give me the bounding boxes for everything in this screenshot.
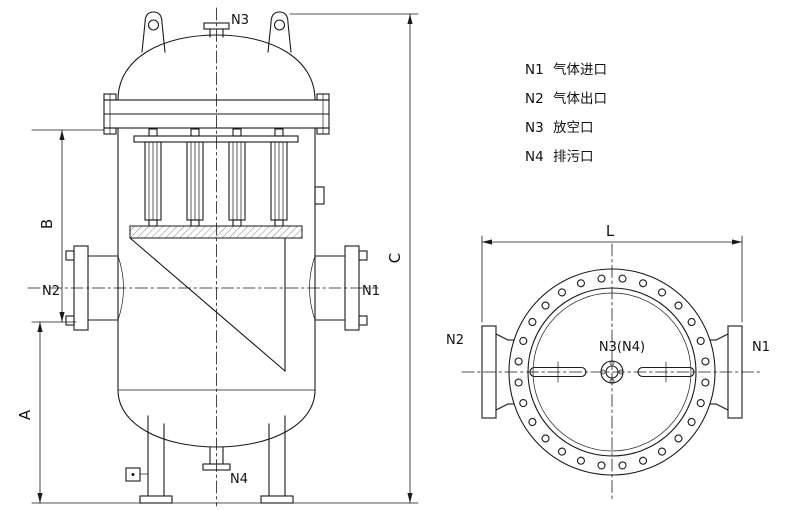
plan-nozzle-n1 — [709, 325, 743, 419]
dim-l-label: L — [606, 222, 615, 240]
n2-bolt — [65, 315, 75, 326]
lifting-lug-right — [267, 11, 292, 53]
dim-b-label: B — [38, 219, 56, 229]
flange-od-circle — [508, 268, 716, 476]
plan-view: N2 N1 N3(N4) L — [446, 222, 770, 501]
nozzle-n3-top — [203, 22, 230, 38]
filter-elements — [129, 128, 303, 239]
legend-tag-n4: N4 — [525, 149, 544, 165]
legend-desc-n1: 气体进口 — [553, 62, 607, 78]
n1-flange — [344, 245, 360, 331]
cover-flange — [508, 268, 716, 476]
legend-tag-n1: N1 — [525, 62, 544, 78]
front-centerlines — [27, 7, 379, 507]
drain-bracket — [125, 467, 149, 482]
dim-a-label: A — [16, 409, 34, 420]
front-n1-label: N1 — [362, 284, 380, 299]
plan-n1-flange — [727, 325, 743, 419]
tube-sheet — [129, 225, 303, 239]
lifting-lugs — [141, 11, 292, 53]
top-dished-head — [117, 34, 316, 101]
legend-desc-n2: 气体出口 — [553, 91, 607, 107]
nozzle-n1-right — [309, 245, 368, 331]
legend-row: N2 气体出口 — [525, 91, 607, 107]
front-n3-label: N3 — [231, 13, 249, 28]
center-nozzle-n3-n4 — [600, 360, 624, 384]
legend-tag-n2: N2 — [525, 91, 544, 107]
front-n4-label: N4 — [230, 472, 248, 487]
dimension-a: A — [16, 321, 419, 504]
plan-n1-label: N1 — [752, 340, 770, 355]
shell-boss — [314, 186, 325, 205]
dimension-c: C — [289, 13, 419, 504]
nozzle-n4-bottom — [202, 446, 231, 471]
n2-flange — [73, 245, 89, 331]
dimension-l: L — [481, 222, 743, 323]
shell-id-circle — [527, 287, 697, 457]
legend-desc-n4: 排污口 — [553, 149, 594, 165]
plan-n3n4-label: N3(N4) — [599, 340, 645, 355]
element-support-plate — [133, 135, 299, 143]
lifting-lug-left — [141, 11, 166, 53]
legend-desc-n3: 放空口 — [553, 120, 594, 136]
n1-bolt — [358, 250, 368, 261]
legend-row: N3 放空口 — [525, 120, 594, 136]
dim-c-label: C — [386, 253, 404, 263]
legend-tag-n3: N3 — [525, 120, 544, 136]
plan-centerlines — [461, 243, 761, 501]
front-view: N3 N2 N1 N4 A B C — [16, 7, 419, 507]
front-n2-label: N2 — [42, 284, 60, 299]
plan-n2-flange — [481, 325, 497, 419]
plan-nozzle-n2 — [481, 325, 515, 419]
base-plate-right — [260, 495, 294, 504]
bottom-dished-head — [117, 389, 316, 448]
lug-hole-left — [147, 19, 160, 31]
lug-hole-right — [273, 19, 286, 31]
legend-row: N1 气体进口 — [525, 62, 607, 78]
n1-bolt — [358, 315, 368, 326]
dimension-b: B — [31, 129, 105, 323]
bolt-ring — [514, 274, 710, 470]
n4-flange — [202, 463, 231, 471]
vessel-body — [103, 34, 330, 448]
nozzle-n2-left — [65, 245, 124, 331]
legend-row: N4 排污口 — [525, 149, 594, 165]
internal-slots — [529, 361, 695, 383]
inlet-baffle — [129, 237, 286, 372]
n2-bolt — [65, 250, 75, 261]
nozzle-legend: N1 气体进口 N2 气体出口 N3 放空口 N4 排污口 — [525, 62, 607, 165]
base-plate-left — [139, 495, 173, 504]
plan-n2-label: N2 — [446, 333, 464, 348]
n3-flange — [203, 22, 230, 30]
